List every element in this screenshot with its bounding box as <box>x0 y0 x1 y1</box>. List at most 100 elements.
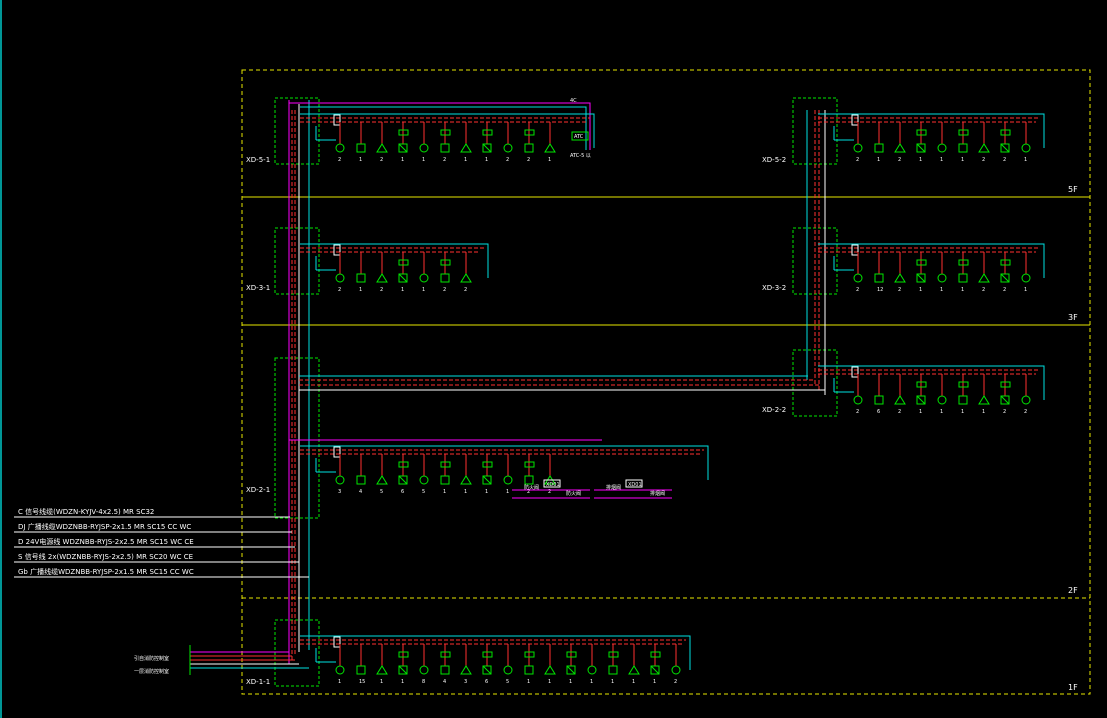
box-label-xd32: XD-3-2 <box>762 284 786 292</box>
legend-d: D 24V电源线 WDZNBB-RYJS-2x2.5 MR SC15 WC CE <box>18 537 194 546</box>
legend-s: S 信号线 2x(WDZNBB-RYJS-2x2.5) MR SC20 WC C… <box>18 552 193 561</box>
device-count: 1 <box>338 679 341 685</box>
device-count: 1 <box>548 679 551 685</box>
device-count: 1 <box>982 409 985 415</box>
building-outline <box>241 69 1091 695</box>
device-count: 1 <box>506 489 509 495</box>
device-count: 1 <box>940 409 943 415</box>
device-count: 2 <box>1003 287 1006 293</box>
device-count: 12 <box>877 287 883 293</box>
box-label-xd21: XD-2-1 <box>246 486 270 494</box>
crossover-to-xd22 <box>299 375 825 391</box>
device-count: 1 <box>464 489 467 495</box>
device-count: 1 <box>919 287 922 293</box>
floor-label-1f: 1F <box>1068 683 1078 692</box>
device-count: 2 <box>548 489 551 495</box>
floor-label-2f: 2F <box>1068 586 1078 595</box>
box-label-xd31: XD-3-1 <box>246 284 270 292</box>
incoming-label-2: 一层消防控制室 <box>134 668 169 675</box>
device-count: 2 <box>443 157 446 163</box>
control-modules-2f: XD01 XD01 防火阀 防火阀 排烟阀 排烟阀 <box>512 479 672 499</box>
box-label-xd22: XD-2-2 <box>762 406 786 414</box>
incoming-feeder: 引自消防控制室 一层消防控制室 <box>134 645 309 675</box>
device-count: 1 <box>464 157 467 163</box>
device-count: 1 <box>611 679 614 685</box>
junction-box-xd11 <box>274 619 320 687</box>
device-count: 1 <box>401 287 404 293</box>
device-count: 2 <box>1024 409 1027 415</box>
device-count: 6 <box>401 489 404 495</box>
junction-box-xd21 <box>274 357 320 519</box>
device-count: 2 <box>506 157 509 163</box>
device-count: 1 <box>422 157 425 163</box>
device-count: 2 <box>856 157 859 163</box>
device-count: 2 <box>527 157 530 163</box>
device-count: 1 <box>359 157 362 163</box>
device-count: 2 <box>464 287 467 293</box>
device-count: 1 <box>961 157 964 163</box>
device-count: 1 <box>527 679 530 685</box>
note-4c: 4C <box>570 98 577 104</box>
device-count: 1 <box>1024 287 1027 293</box>
xd01-label-b: XD01 <box>628 482 642 488</box>
device-count: 2 <box>380 287 383 293</box>
device-count: 2 <box>338 287 341 293</box>
smoke-valve-label-b: 排烟阀 <box>650 490 665 497</box>
device-count: 5 <box>506 679 509 685</box>
device-count: 1 <box>380 679 383 685</box>
device-count: 1 <box>485 157 488 163</box>
legend-c: C 信号线缆(WDZN-KYJV-4x2.5) MR SC32 <box>18 507 154 516</box>
device-count: 2 <box>856 409 859 415</box>
legend-gb: Gb 广播线缆WDZNBB-RYJSP-2x1.5 MR SC15 CC WC <box>18 567 194 576</box>
device-count: 5 <box>422 489 425 495</box>
device-count: 15 <box>359 679 365 685</box>
junction-box-xd31 <box>274 227 320 295</box>
device-count: 2 <box>982 157 985 163</box>
atc-module <box>571 131 589 141</box>
device-count: 1 <box>443 489 446 495</box>
device-count: 6 <box>485 679 488 685</box>
device-count: 2 <box>1003 157 1006 163</box>
device-count: 4 <box>443 679 446 685</box>
device-count: 1 <box>632 679 635 685</box>
device-count: 6 <box>877 409 880 415</box>
right-riser <box>806 110 826 395</box>
device-count: 1 <box>961 409 964 415</box>
device-count: 1 <box>919 409 922 415</box>
junction-box-xd51 <box>274 97 320 165</box>
device-count: 1 <box>485 489 488 495</box>
device-count: 2 <box>338 157 341 163</box>
device-count: 1 <box>548 157 551 163</box>
damper-label-b: 防火阀 <box>566 490 581 497</box>
device-count: 1 <box>940 157 943 163</box>
box-label-xd11: XD-1-1 <box>246 678 270 686</box>
device-count: 5 <box>380 489 383 495</box>
device-count: 1 <box>940 287 943 293</box>
device-count: 3 <box>338 489 341 495</box>
device-count: 2 <box>898 157 901 163</box>
atc-label: ATC <box>574 134 584 140</box>
xd01-label-a: XD01 <box>546 482 560 488</box>
device-count: 2 <box>1003 409 1006 415</box>
device-count: 2 <box>982 287 985 293</box>
device-count: 2 <box>443 287 446 293</box>
device-count: 1 <box>653 679 656 685</box>
device-count: 1 <box>961 287 964 293</box>
main-riser <box>288 100 310 664</box>
device-count: 1 <box>401 679 404 685</box>
device-count: 1 <box>877 157 880 163</box>
broadcast-run-5f <box>289 102 591 150</box>
device-count: 3 <box>464 679 467 685</box>
device-count: 2 <box>674 679 677 685</box>
device-count: 2 <box>380 157 383 163</box>
device-count: 8 <box>422 679 425 685</box>
smoke-valve-label-a: 排烟阀 <box>606 484 621 491</box>
damper-label-a: 防火阀 <box>524 484 539 491</box>
box-label-xd51: XD-5-1 <box>246 156 270 164</box>
